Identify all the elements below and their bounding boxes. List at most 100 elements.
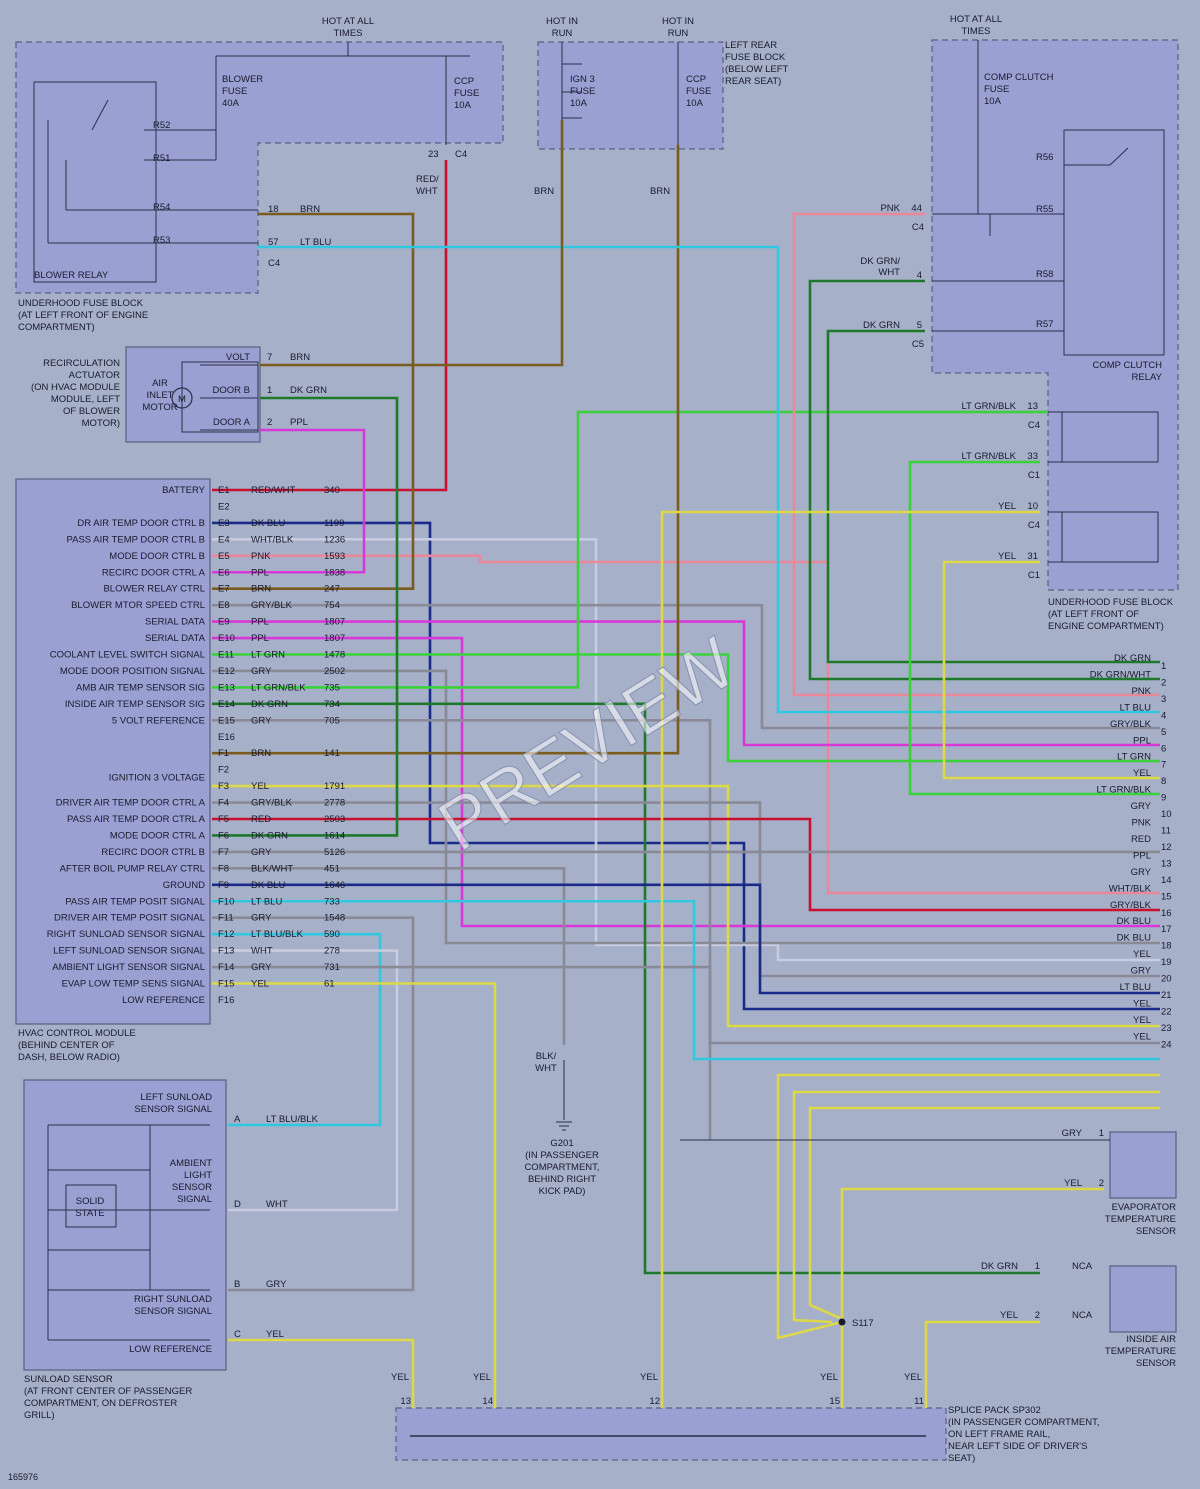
hvac-wire-color: PPL: [251, 633, 269, 644]
ccp-fuse-label: CCP: [686, 74, 706, 85]
connector-pin-number: 21: [1161, 990, 1172, 1001]
connector-pin-number: 23: [1161, 1023, 1172, 1034]
hvac-function-label: PASS AIR TEMP DOOR CTRL A: [67, 814, 206, 825]
left-rear-fuse-block-label: LEFT REAR: [725, 40, 777, 51]
wire-wht-f13: [212, 949, 399, 1212]
connector-id: C1: [1028, 470, 1040, 481]
connector-pin-number: 11: [1161, 826, 1171, 837]
comp-clutch-fuse-label: 10A: [984, 96, 1002, 107]
hvac-pin: E12: [218, 666, 235, 677]
blower-relay-box: [33, 81, 157, 283]
hvac-pin: F2: [218, 765, 229, 776]
connector-wire-label: LT GRN: [1117, 752, 1151, 763]
power-label: RUN: [552, 28, 573, 39]
power-label: HOT AT ALL: [950, 14, 1002, 25]
hvac-function-label: RECIRC DOOR CTRL B: [101, 847, 205, 858]
hvac-function-label: EVAP LOW TEMP SENS SIGNAL: [62, 979, 205, 990]
underhood-fuse-block-label: (AT LEFT FRONT OF ENGINE: [18, 310, 148, 321]
connector-wire-label: PPL: [1133, 735, 1151, 746]
sunload-sensor: [23, 1079, 227, 1371]
wire-label: BRN: [650, 186, 670, 197]
blower-fuse-label: BLOWER: [222, 74, 263, 85]
wires: [212, 120, 1160, 1408]
connector-pin-number: 19: [1161, 957, 1172, 968]
relay-pin: R58: [1036, 269, 1053, 280]
hvac-pin: F4: [218, 798, 229, 809]
power-label: RUN: [668, 28, 689, 39]
hvac-circuit-number: 1548: [324, 913, 345, 924]
hvac-function-label: IGNITION 3 VOLTAGE: [109, 773, 205, 784]
wire-yel-f15: [212, 982, 497, 1408]
splice-pack-sp302: [395, 1407, 947, 1461]
underhood-fuse-block-right-label: ENGINE COMPARTMENT): [1048, 621, 1164, 632]
hvac-function-label: LEFT SUNLOAD SENSOR SIGNAL: [53, 946, 205, 957]
hvac-function-label: BLOWER MTOR SPEED CTRL: [71, 600, 205, 611]
connector-wire-label: YEL: [1133, 1015, 1151, 1026]
sensor-pin: 2: [1099, 1178, 1104, 1189]
connector-pin-number: 13: [1161, 858, 1172, 869]
connector-id: C4: [455, 149, 467, 160]
hvac-function-label: PASS AIR TEMP POSIT SIGNAL: [65, 896, 205, 907]
connector-pin: 10: [1027, 501, 1038, 512]
connector-pin-number: 22: [1161, 1006, 1172, 1017]
ccp-fuse-label: CCP: [454, 76, 474, 87]
hvac-pin: E9: [218, 617, 230, 628]
wire-yel-inside: [924, 1320, 1040, 1408]
sunload-pin-name: SENSOR SIGNAL: [134, 1104, 212, 1115]
hvac-pin: E8: [218, 600, 230, 611]
hvac-pin: F14: [218, 962, 234, 973]
hvac-wire-color: WHT/BLK: [251, 534, 294, 545]
sensor-pin: 2: [1035, 1310, 1040, 1321]
hvac-wire-color: LT GRN/BLK: [251, 682, 306, 693]
hvac-module-label: HVAC CONTROL MODULE: [18, 1028, 136, 1039]
hvac-function-label: LOW REFERENCE: [122, 995, 205, 1006]
connector-pin: 44: [911, 203, 922, 214]
connector-wire-label: DK BLU: [1117, 933, 1151, 944]
wire-label: YEL: [1064, 1178, 1082, 1189]
actuator-label: RECIRCULATION: [43, 358, 120, 369]
sunload-pin-name: SENSOR: [172, 1182, 212, 1193]
wire-label: DK GRN: [290, 385, 327, 396]
sunload-sensor-label: COMPARTMENT, ON DEFROSTER: [24, 1398, 177, 1409]
wire-yel-24: [808, 1106, 1160, 1320]
wire-label: WHT: [535, 1063, 557, 1074]
wire-dk-grn-5: [826, 329, 1160, 664]
connector-wire-label: GRY/BLK: [1110, 900, 1152, 911]
hvac-function-label: SERIAL DATA: [145, 617, 206, 628]
connector-pin-number: 16: [1161, 908, 1172, 919]
motor-icon: [171, 387, 193, 409]
underhood-fuse-block-right-label: UNDERHOOD FUSE BLOCK: [1048, 597, 1174, 608]
motor-symbol: M: [178, 394, 186, 405]
underhood-fuse-block-right-label: (AT LEFT FRONT OF: [1048, 609, 1139, 620]
wire-red-wht: [212, 160, 448, 492]
hvac-pin: F10: [218, 896, 234, 907]
hvac-circuit-number: 1791: [324, 781, 345, 792]
wire-label: YEL: [998, 501, 1016, 512]
evaporator-sensor-label: TEMPERATURE: [1105, 1214, 1176, 1225]
hvac-wire-color: GRY: [251, 962, 272, 973]
ground-label: G201: [550, 1138, 573, 1149]
hvac-pin: F12: [218, 929, 234, 940]
hvac-wire-color: DK BLU: [251, 518, 285, 529]
hvac-circuit-number: 731: [324, 962, 340, 973]
solid-state-box: [65, 1184, 117, 1228]
hvac-circuit-number: 278: [324, 946, 340, 957]
comp-clutch-fuse-label: FUSE: [984, 84, 1009, 95]
fuse-cell-2: [1061, 511, 1159, 563]
connector-wire-label: YEL: [1133, 768, 1151, 779]
wire-label: GRY: [1062, 1128, 1083, 1139]
sunload-pin: B: [234, 1279, 240, 1290]
hvac-wire-color: DK GRN: [251, 830, 288, 841]
hvac-pin: F8: [218, 863, 229, 874]
connector-wire-label: DK BLU: [1117, 916, 1151, 927]
underhood-fuse-block-left: [15, 41, 504, 294]
connector-pin-number: 6: [1161, 743, 1166, 754]
connector-pin-number: 3: [1161, 694, 1166, 705]
wire-dk-blu-e3: [212, 521, 1160, 1011]
wire-brn-f1: [212, 145, 680, 755]
actuator-label: MODULE, LEFT: [51, 394, 120, 405]
hvac-pin: E4: [218, 534, 230, 545]
underhood-fuse-block-label: COMPARTMENT): [18, 322, 95, 333]
